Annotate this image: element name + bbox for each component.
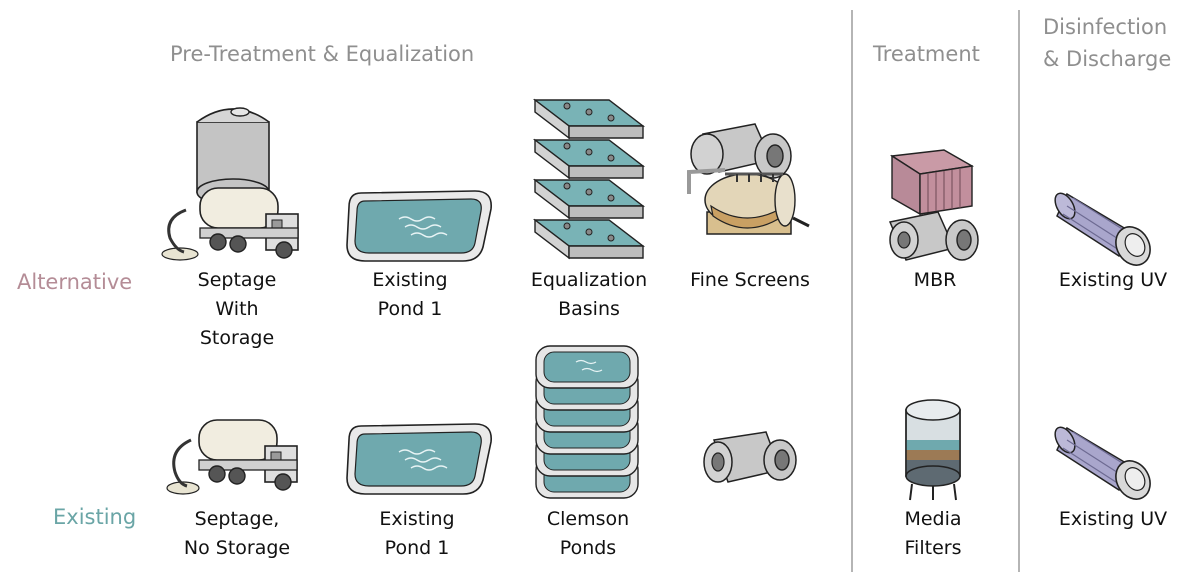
row-label-existing: Existing	[53, 505, 137, 529]
septage-truck-icon	[166, 419, 298, 495]
fine-screen-icon	[687, 123, 810, 235]
item-label-media-filters: Media Filters	[904, 508, 962, 559]
item-label-mbr: MBR	[913, 269, 957, 291]
media-filter-icon	[905, 399, 961, 501]
section-divider	[851, 10, 853, 572]
item-label-equalization-basins: Equalization Basins	[530, 269, 648, 320]
stacked-ponds-icon	[535, 345, 639, 499]
stacked-basins-icon	[532, 98, 646, 260]
item-label-fine-screens: Fine Screens	[690, 269, 810, 291]
row-label-alternative: Alternative	[17, 270, 133, 294]
item-label-existing-pond-1: Existing Pond 1	[379, 508, 455, 559]
uv-reactor-icon	[1054, 426, 1151, 500]
section-title-pretreatment: Pre-Treatment & Equalization	[170, 42, 475, 66]
uv-reactor-icon	[1054, 192, 1151, 266]
section-title-disinfection: Disinfection & Discharge	[1043, 15, 1172, 71]
septage-truck-with-tank-icon	[161, 107, 299, 261]
section-divider	[1018, 10, 1020, 572]
item-label-existing-uv: Existing UV	[1058, 269, 1168, 291]
blower-icon	[703, 431, 797, 483]
item-label-existing-uv: Existing UV	[1058, 508, 1168, 530]
item-label-existing-pond-1: Existing Pond 1	[372, 269, 448, 320]
pond-icon	[346, 190, 492, 262]
mbr-icon	[888, 149, 979, 261]
section-title-treatment: Treatment	[873, 42, 980, 66]
item-label-septage-no-storage: Septage, No Storage	[183, 508, 291, 559]
item-label-septage-with-storage: Septage With Storage	[197, 269, 277, 349]
item-label-clemson-ponds: Clemson Ponds	[546, 508, 630, 559]
pond-icon	[346, 423, 492, 495]
